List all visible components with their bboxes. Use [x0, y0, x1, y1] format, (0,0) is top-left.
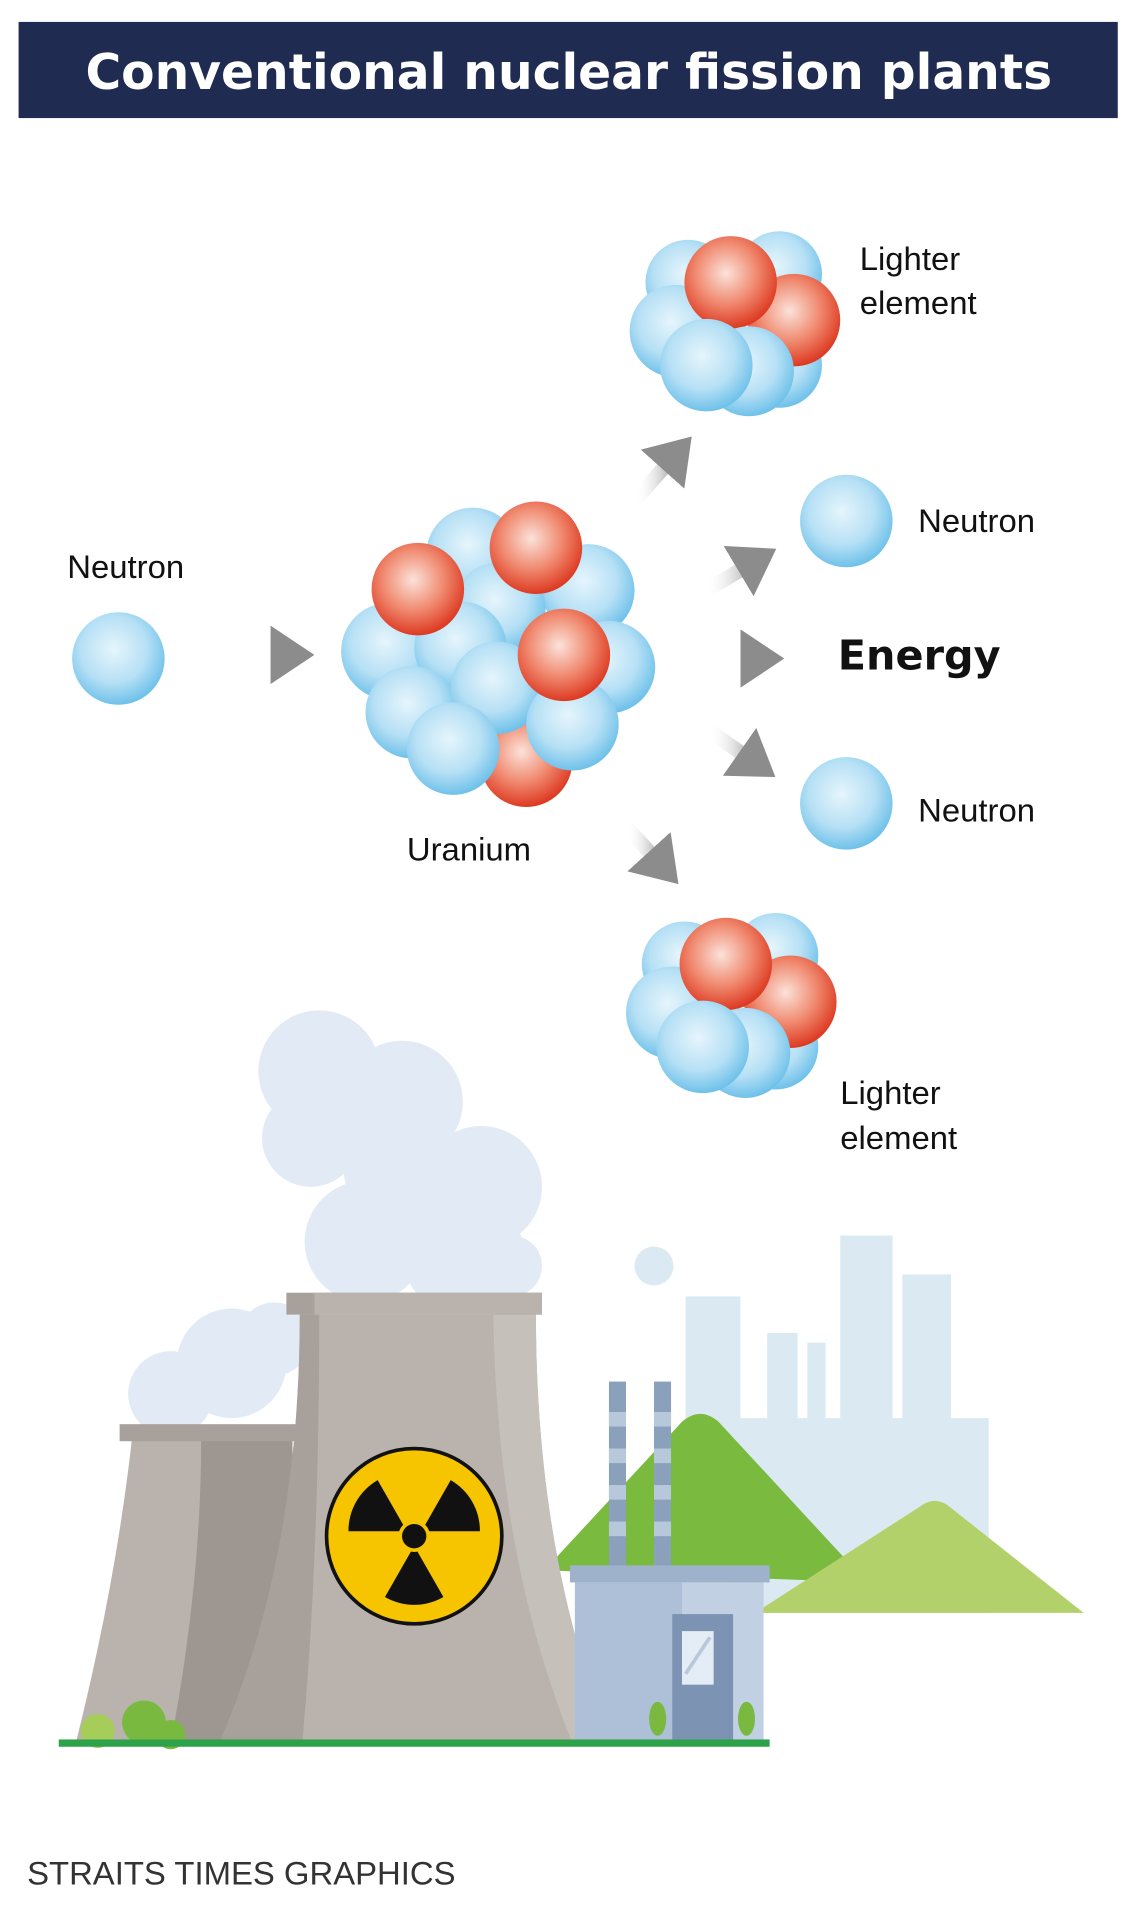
lighter-bottom-label-2: element: [840, 1119, 957, 1156]
neutron-bottom: [800, 757, 893, 850]
power-plant-illustration: [58, 1010, 1084, 1750]
arrow-to-lighter-bottom: [621, 822, 679, 885]
hill-light: [755, 1500, 1084, 1613]
title-bar: [18, 21, 1118, 119]
page-title: Conventional nuclear fission plants: [85, 45, 1052, 101]
lighter-top-label-1: Lighter: [860, 240, 961, 277]
neutron-bottom-label: Neutron: [918, 792, 1035, 829]
neutron-top: [800, 474, 893, 568]
arrow-to-neutron-bottom: [704, 724, 776, 777]
chimneys: [608, 1381, 672, 1571]
arrow-to-lighter-top: [630, 436, 692, 504]
neutron-top-label: Neutron: [918, 502, 1035, 539]
arrows: [213, 436, 785, 885]
lighter-bottom-label-1: Lighter: [840, 1074, 941, 1111]
uranium-nucleus: [341, 501, 656, 808]
credit-footer: STRAITS TIMES GRAPHICS: [27, 1854, 455, 1891]
neutron-in: [72, 612, 165, 705]
lighter-element-top: [629, 231, 841, 417]
arrow-to-neutron-top: [702, 546, 777, 597]
radiation-warning-icon: [324, 1446, 504, 1626]
lighter-top-label-2: element: [860, 284, 977, 321]
shrubs: [80, 1700, 756, 1750]
ground-line: [58, 1739, 770, 1747]
uranium-label: Uranium: [407, 831, 531, 868]
plant-building: [570, 1565, 770, 1744]
steam-clouds: [128, 1010, 543, 1437]
neutron-in-label: Neutron: [67, 548, 184, 585]
lighter-element-bottom: [625, 912, 837, 1098]
energy-label: Energy: [838, 631, 1001, 679]
